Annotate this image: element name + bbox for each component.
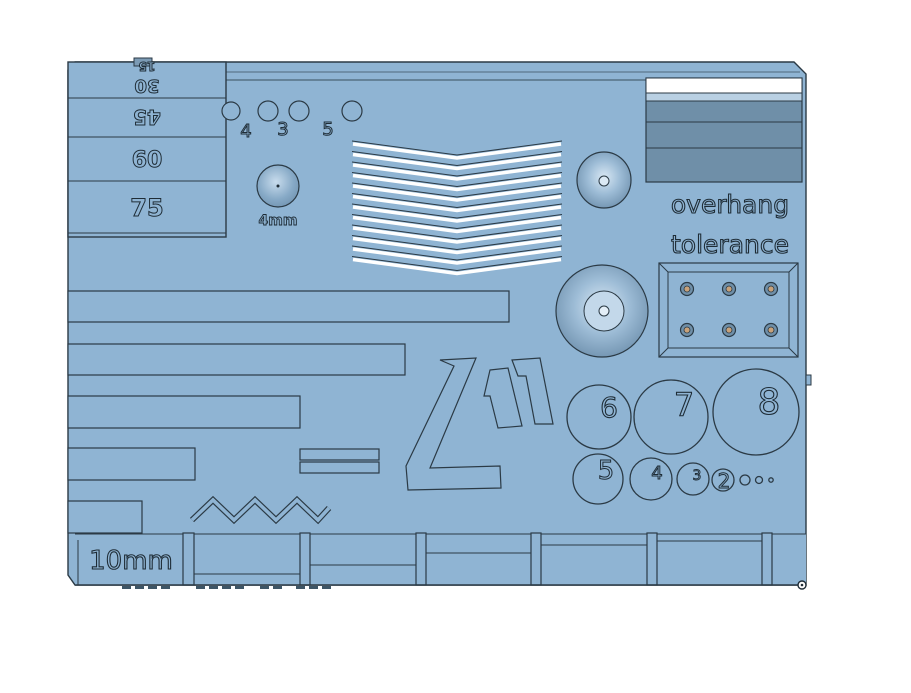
tolerance-pin-core xyxy=(725,326,733,334)
dome-small xyxy=(576,151,632,209)
chevron-line xyxy=(351,161,563,177)
small-holes xyxy=(221,100,363,122)
chevron-line xyxy=(351,182,563,198)
side-tab xyxy=(805,374,812,386)
angle-label-30: 30 xyxy=(134,75,159,96)
angle-label-15: 15 xyxy=(139,59,156,73)
chevron-line xyxy=(351,235,563,251)
hole-label-3: 3 xyxy=(277,119,288,140)
cone-size-label: 4mm xyxy=(259,213,298,229)
chevron-gap xyxy=(352,152,562,171)
chevron-line xyxy=(351,214,563,230)
cone-4mm xyxy=(256,164,300,208)
chevron-line xyxy=(351,256,563,272)
chevron-gap xyxy=(352,142,562,160)
overhang-wedge xyxy=(645,77,803,183)
tolerance-label: tolerance xyxy=(671,230,789,259)
tolerance-pin-core xyxy=(767,285,775,293)
angle-label-45: 45 xyxy=(133,105,161,129)
overhang-angle-steps: 15 30 45 60 75 xyxy=(67,57,227,238)
overhang-label: overhang xyxy=(671,190,789,219)
chevron-gap xyxy=(352,194,562,213)
chevron-gap xyxy=(352,215,562,234)
angle-label-60: 60 xyxy=(132,148,163,173)
bridge-bars xyxy=(67,290,510,534)
chevron-gap xyxy=(352,173,562,192)
chevron-gap xyxy=(352,257,562,276)
tolerance-pin-core xyxy=(767,326,775,334)
circle-label-6: 6 xyxy=(600,391,618,424)
chevron-line xyxy=(351,203,563,219)
chevron-gap xyxy=(352,184,562,202)
chevron-line xyxy=(351,140,563,156)
chevron-line xyxy=(351,245,563,261)
chevron-gap xyxy=(352,205,562,223)
tolerance-pin-core xyxy=(683,326,691,334)
tolerance-pins xyxy=(679,281,779,338)
hole-label-5: 5 xyxy=(322,119,333,140)
sigma-shape xyxy=(405,357,554,491)
circle-label-8: 8 xyxy=(758,382,781,423)
circle-label-2: 2 xyxy=(718,469,731,493)
circle-gauges-large xyxy=(566,368,800,456)
circle-label-4: 4 xyxy=(651,463,662,484)
circle-label-7: 7 xyxy=(674,386,694,424)
chevron-gap xyxy=(352,163,562,181)
chevron-gap xyxy=(352,226,562,244)
chevron-lines xyxy=(351,140,563,276)
hole-label-4: 4 xyxy=(240,121,251,142)
angle-label-75: 75 xyxy=(130,194,163,222)
circle-gauges-small xyxy=(572,453,774,505)
bottom-bridges xyxy=(75,532,806,586)
chevron-gap xyxy=(352,247,562,265)
underside-text-hint xyxy=(122,586,331,589)
circle-label-3: 3 xyxy=(693,468,702,484)
bridge-length-label: 10mm xyxy=(89,546,173,576)
chevron-line xyxy=(351,224,563,240)
tolerance-pin-core xyxy=(683,285,691,293)
chevron-line xyxy=(351,172,563,188)
tolerance-block xyxy=(658,262,799,358)
circle-label-5: 5 xyxy=(598,456,615,486)
origin-marker-icon[interactable] xyxy=(797,580,807,590)
chevron-line xyxy=(351,193,563,209)
chevron-line xyxy=(351,151,563,167)
chevron-gap xyxy=(352,236,562,255)
tolerance-pin-core xyxy=(725,285,733,293)
dome-large xyxy=(555,264,649,358)
